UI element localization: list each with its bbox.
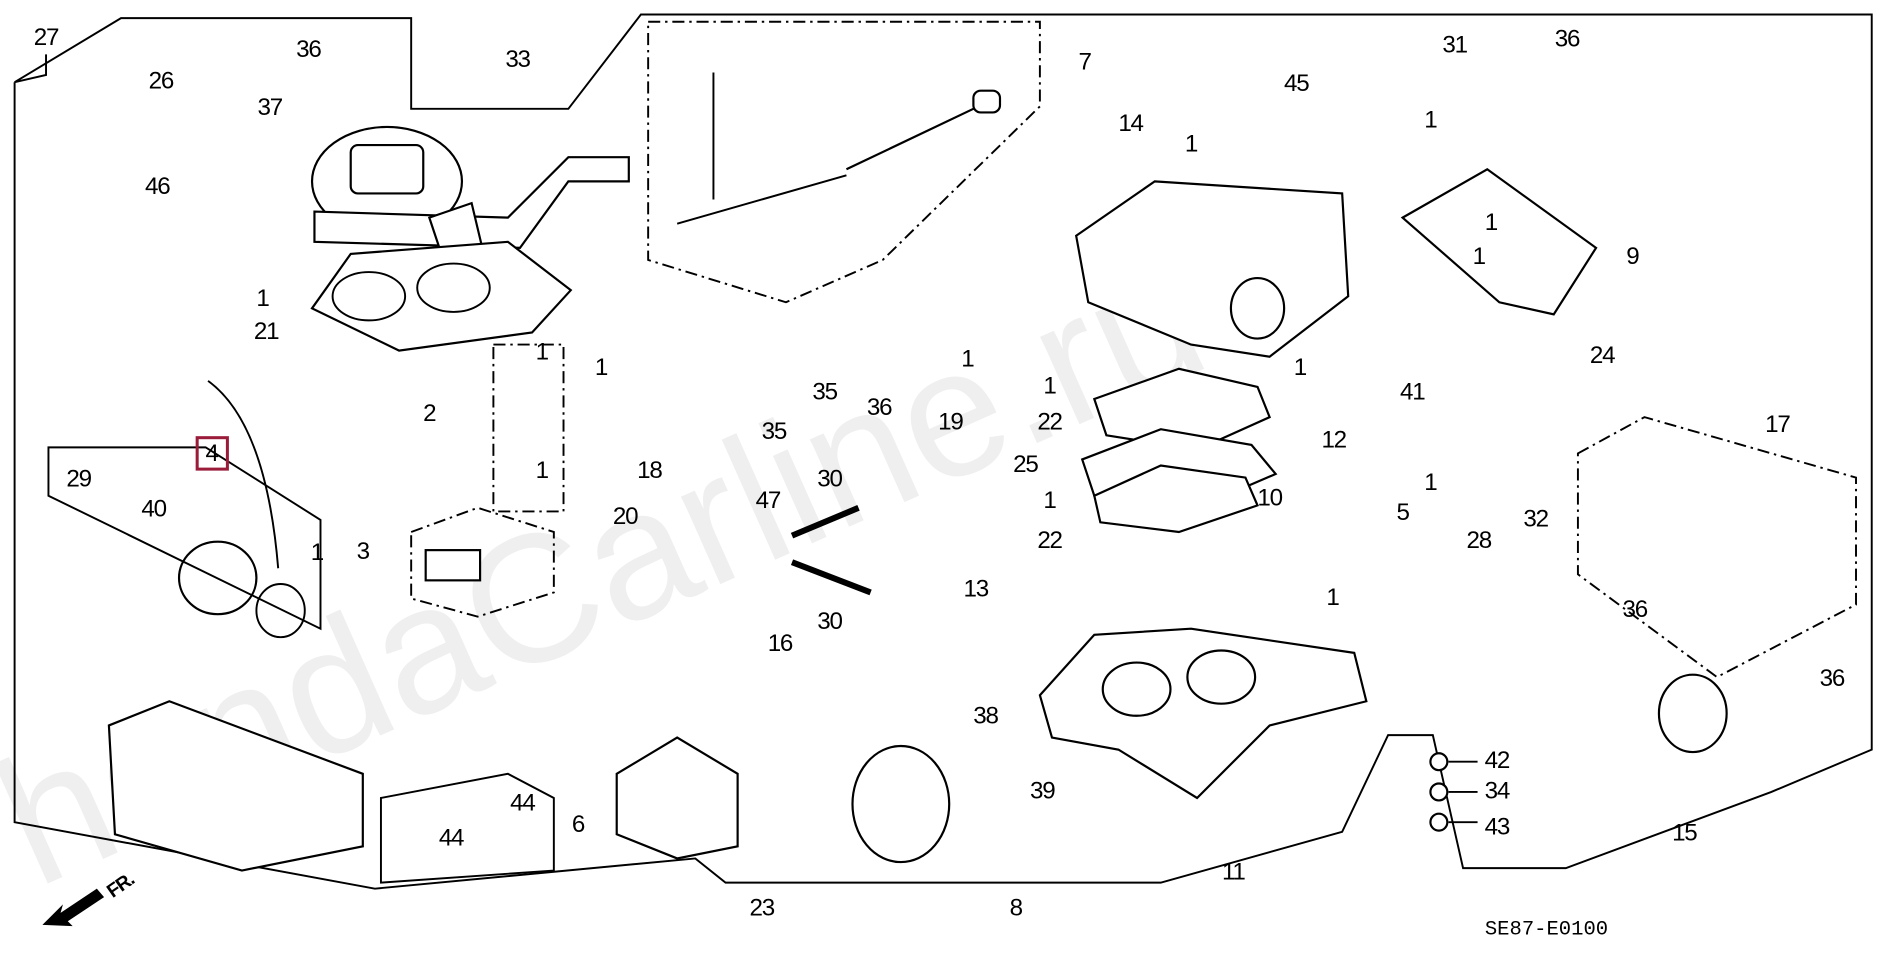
callout-19[interactable]: 19 bbox=[938, 409, 964, 436]
air-horn-gasket bbox=[310, 240, 573, 352]
diaphragm-8 bbox=[851, 744, 951, 864]
callout-20[interactable]: 20 bbox=[613, 503, 639, 530]
callout-22[interactable]: 22 bbox=[1037, 527, 1063, 554]
callout-1[interactable]: 1 bbox=[595, 354, 609, 381]
callout-17[interactable]: 17 bbox=[1765, 411, 1791, 438]
callout-1[interactable]: 1 bbox=[1424, 106, 1438, 133]
callout-44[interactable]: 44 bbox=[510, 789, 536, 816]
callout-18[interactable]: 18 bbox=[637, 457, 663, 484]
callout-29[interactable]: 29 bbox=[66, 465, 92, 492]
callout-2[interactable]: 2 bbox=[423, 400, 437, 427]
callout-30[interactable]: 30 bbox=[817, 465, 843, 492]
callout-40[interactable]: 40 bbox=[141, 496, 167, 523]
callout-36[interactable]: 36 bbox=[867, 394, 893, 421]
callout-47[interactable]: 47 bbox=[756, 487, 782, 514]
callout-1[interactable]: 1 bbox=[1485, 209, 1499, 236]
callout-14[interactable]: 14 bbox=[1118, 110, 1144, 137]
callout-37[interactable]: 37 bbox=[257, 94, 283, 121]
callout-35[interactable]: 35 bbox=[812, 378, 838, 405]
callout-1[interactable]: 1 bbox=[1043, 487, 1057, 514]
callout-1[interactable]: 1 bbox=[1424, 469, 1438, 496]
vacuum-unit-23 bbox=[615, 736, 739, 860]
callout-38[interactable]: 38 bbox=[973, 702, 999, 729]
callout-13[interactable]: 13 bbox=[964, 575, 990, 602]
callout-26[interactable]: 26 bbox=[149, 68, 175, 95]
callout-1[interactable]: 1 bbox=[1043, 372, 1057, 399]
gasket-22-upper bbox=[1092, 367, 1272, 451]
callout-39[interactable]: 39 bbox=[1030, 777, 1056, 804]
callout-36[interactable]: 36 bbox=[1555, 25, 1581, 52]
callout-1[interactable]: 1 bbox=[1294, 354, 1308, 381]
callout-36[interactable]: 36 bbox=[1820, 665, 1846, 692]
callout-30[interactable]: 30 bbox=[817, 608, 843, 635]
vacuum-unit-15 bbox=[1657, 673, 1728, 754]
callouts: 27 36 33 26 37 46 1 21 7 45 14 1 31 36 1… bbox=[34, 24, 1846, 922]
callout-9[interactable]: 9 bbox=[1626, 243, 1640, 270]
throttle-body bbox=[1038, 627, 1368, 800]
callout-36[interactable]: 36 bbox=[1623, 596, 1649, 623]
callout-28[interactable]: 28 bbox=[1467, 527, 1493, 554]
callout-35[interactable]: 35 bbox=[762, 418, 788, 445]
callout-15[interactable]: 15 bbox=[1672, 820, 1698, 847]
callout-7[interactable]: 7 bbox=[1079, 48, 1093, 75]
highlight-box bbox=[195, 436, 229, 471]
callout-4-highlighted[interactable]: 4 bbox=[206, 440, 220, 467]
callout-21[interactable]: 21 bbox=[254, 318, 280, 345]
callout-11[interactable]: 11 bbox=[1222, 858, 1247, 885]
callout-1[interactable]: 1 bbox=[1473, 243, 1487, 270]
callout-1[interactable]: 1 bbox=[256, 285, 270, 312]
callout-34[interactable]: 34 bbox=[1485, 777, 1511, 804]
callout-45[interactable]: 45 bbox=[1284, 70, 1310, 97]
arrow-icon bbox=[42, 888, 105, 927]
callout-41[interactable]: 41 bbox=[1400, 378, 1426, 405]
callout-1[interactable]: 1 bbox=[536, 338, 550, 365]
diagram-code: SE87-E0100 bbox=[1485, 919, 1608, 942]
callout-43[interactable]: 43 bbox=[1485, 814, 1511, 841]
callout-31[interactable]: 31 bbox=[1442, 31, 1468, 58]
callout-36[interactable]: 36 bbox=[296, 36, 322, 63]
callout-24[interactable]: 24 bbox=[1590, 342, 1616, 369]
callout-23[interactable]: 23 bbox=[750, 895, 776, 922]
gasket-22-lower bbox=[1093, 464, 1259, 534]
callout-12[interactable]: 12 bbox=[1321, 427, 1347, 454]
callout-22[interactable]: 22 bbox=[1037, 409, 1063, 436]
bracket-17-box bbox=[1576, 416, 1857, 679]
assembly-boundary bbox=[13, 13, 1873, 890]
callout-8[interactable]: 8 bbox=[1010, 895, 1024, 922]
callout-1[interactable]: 1 bbox=[536, 457, 550, 484]
callout-5[interactable]: 5 bbox=[1396, 499, 1410, 526]
callout-25[interactable]: 25 bbox=[1013, 451, 1039, 478]
carburetor-body bbox=[1074, 167, 1598, 358]
callout-42[interactable]: 42 bbox=[1485, 747, 1511, 774]
gasket-6-area bbox=[107, 700, 364, 872]
callout-1[interactable]: 1 bbox=[961, 346, 975, 373]
callout-3[interactable]: 3 bbox=[357, 538, 371, 565]
callout-16[interactable]: 16 bbox=[768, 630, 794, 657]
callout-32[interactable]: 32 bbox=[1523, 505, 1549, 532]
callout-44[interactable]: 44 bbox=[439, 824, 465, 851]
callout-27[interactable]: 27 bbox=[34, 24, 60, 51]
callout-33[interactable]: 33 bbox=[505, 46, 531, 73]
callout-46[interactable]: 46 bbox=[145, 173, 171, 200]
callout-1[interactable]: 1 bbox=[1185, 130, 1199, 157]
callout-10[interactable]: 10 bbox=[1257, 485, 1283, 512]
callout-1[interactable]: 1 bbox=[311, 539, 325, 566]
callout-1[interactable]: 1 bbox=[1326, 584, 1340, 611]
callout-6[interactable]: 6 bbox=[572, 811, 586, 838]
